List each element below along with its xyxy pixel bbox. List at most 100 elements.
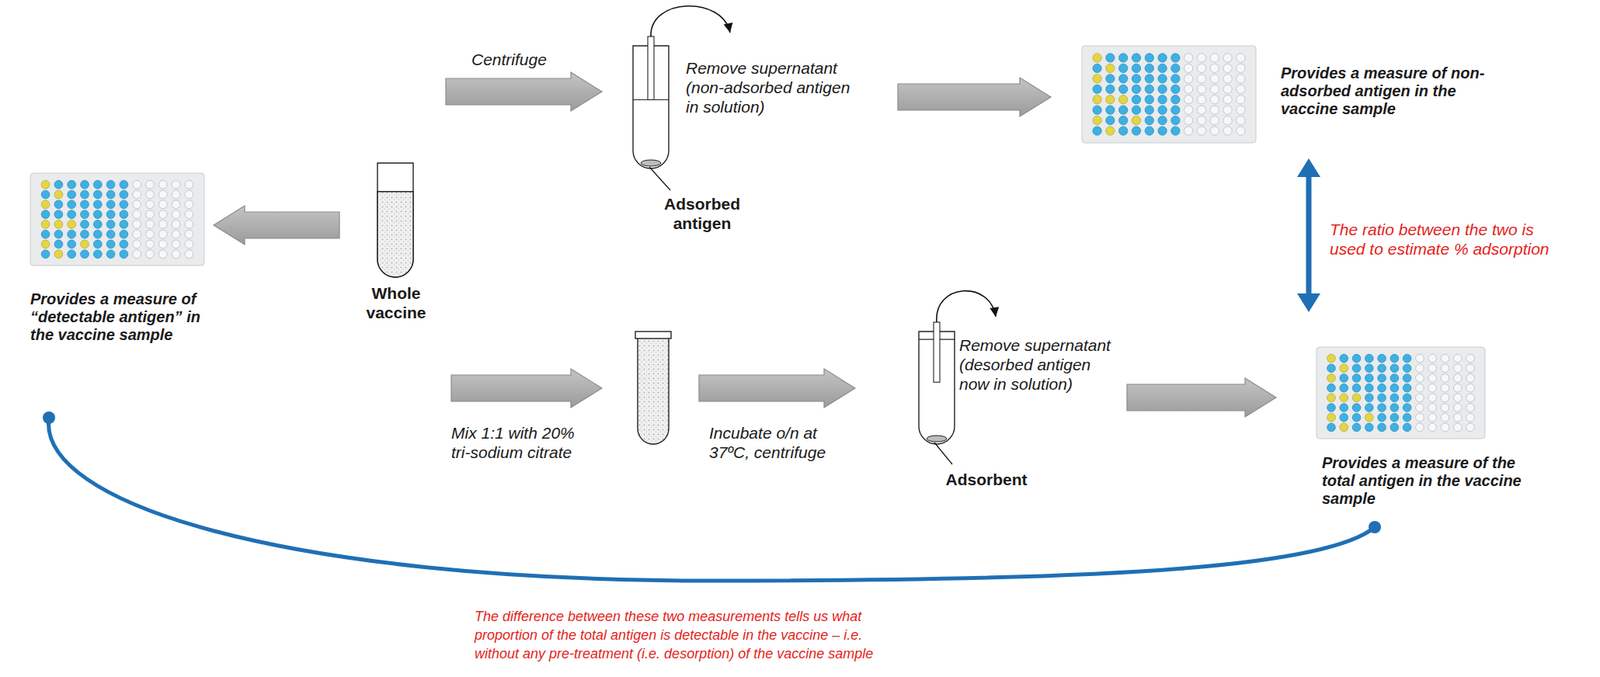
plate-well <box>1171 115 1180 125</box>
plate-well <box>1466 364 1475 373</box>
plate-well <box>1236 126 1246 136</box>
text-slot: The ratio between the two is used to est… <box>1329 219 1567 259</box>
plate-well <box>1415 374 1425 383</box>
plate-well <box>1223 74 1232 84</box>
plate-well <box>1428 354 1437 363</box>
plate-well <box>1440 364 1450 373</box>
plate-well <box>1119 105 1128 115</box>
plate-well <box>119 220 129 230</box>
plate-well <box>1196 95 1206 105</box>
leader-line <box>934 442 953 465</box>
plate-well <box>1415 354 1425 363</box>
plate-well <box>132 180 142 189</box>
plate-well <box>1196 115 1206 125</box>
plate-well <box>1428 413 1437 422</box>
plate-well <box>1171 105 1180 115</box>
plate-well <box>80 250 90 259</box>
plate-well <box>171 200 181 209</box>
plate-well <box>54 190 63 199</box>
plate-well <box>1377 403 1387 413</box>
plate-well <box>1236 74 1246 84</box>
plate-well <box>119 190 129 199</box>
plate-well <box>146 250 155 259</box>
plate-well <box>1352 423 1361 432</box>
plate-well <box>1171 63 1180 73</box>
plate-well <box>1119 74 1128 84</box>
plate-well <box>1210 95 1219 105</box>
plate-well <box>1402 383 1412 393</box>
plate-well <box>1339 374 1349 383</box>
plate-well <box>106 240 115 249</box>
plate-well <box>119 200 129 209</box>
node-text: Whole vaccine <box>353 283 439 323</box>
text-slot: Adsorbed antigen <box>647 194 757 234</box>
detectable-antigen-readout: Provides a measure of “detectable antige… <box>30 173 211 345</box>
plate-well <box>1092 74 1102 84</box>
node-text: Provides a measure of the total antigen … <box>1321 454 1540 508</box>
plate-well <box>1223 105 1232 115</box>
edge-label: Centrifuge <box>471 49 627 70</box>
plate-well <box>80 180 90 189</box>
plate-well <box>1428 423 1437 432</box>
plate-well <box>146 210 155 220</box>
plate-well <box>106 190 115 199</box>
plate-well <box>1236 84 1246 94</box>
plate-well <box>1440 423 1450 432</box>
plate-well <box>1092 115 1102 125</box>
plate-well <box>106 210 115 220</box>
plate-well <box>1106 126 1115 136</box>
transfer-arrow <box>936 291 996 323</box>
plate-well <box>80 200 90 209</box>
plate-well <box>1440 413 1450 422</box>
plate-well <box>1223 84 1232 94</box>
plate-well <box>1210 126 1219 136</box>
plate-well <box>80 229 90 239</box>
plate-well <box>1440 383 1450 393</box>
desorption-tube: Remove supernatant (desorbed antigen now… <box>908 279 1123 490</box>
plate-well <box>1402 393 1412 403</box>
plate-well <box>1377 393 1387 403</box>
plate-well <box>54 220 63 230</box>
plate-well <box>93 190 102 199</box>
plate-well <box>1144 53 1154 63</box>
plate-well <box>1144 105 1154 115</box>
plate-well <box>1390 413 1399 422</box>
plate-well <box>1402 403 1412 413</box>
plate-well <box>1106 84 1115 94</box>
plate-well <box>1402 413 1412 422</box>
plate-well <box>1440 354 1450 363</box>
plate-well <box>1364 383 1374 393</box>
plate-well <box>1327 383 1336 393</box>
plate-well <box>1144 63 1154 73</box>
plate-well <box>1210 74 1219 84</box>
plate-well <box>1466 423 1475 432</box>
plate-well <box>1158 63 1167 73</box>
plate-well <box>41 240 50 249</box>
plate-well <box>184 180 194 189</box>
plate-well <box>1390 364 1399 373</box>
plate-well <box>1339 393 1349 403</box>
plate-well <box>1377 364 1387 373</box>
plate-well <box>1390 374 1399 383</box>
plate-well <box>1428 383 1437 393</box>
plate-well <box>1453 423 1462 432</box>
plate-well <box>1131 63 1141 73</box>
plate-well <box>184 229 194 239</box>
plate-well <box>146 200 155 209</box>
text-slot: Provides a measure of the total antigen … <box>1321 454 1540 508</box>
plate-well <box>1184 84 1194 94</box>
plate-well <box>158 190 167 199</box>
arrow-head <box>723 22 734 33</box>
process-arrow <box>897 77 1051 117</box>
plate-well <box>1339 354 1349 363</box>
citrate-mix-tube <box>637 337 669 445</box>
arrow-head <box>989 306 999 317</box>
plate-well <box>1131 84 1141 94</box>
plate-well <box>146 220 155 230</box>
plate-well <box>171 220 181 230</box>
plate-well <box>1453 364 1462 373</box>
plate-well <box>184 250 194 259</box>
plate-well <box>1415 423 1425 432</box>
plate-well <box>158 180 167 189</box>
annotation: Mix 1:1 with 20% tri-sodium citrate <box>451 423 595 463</box>
